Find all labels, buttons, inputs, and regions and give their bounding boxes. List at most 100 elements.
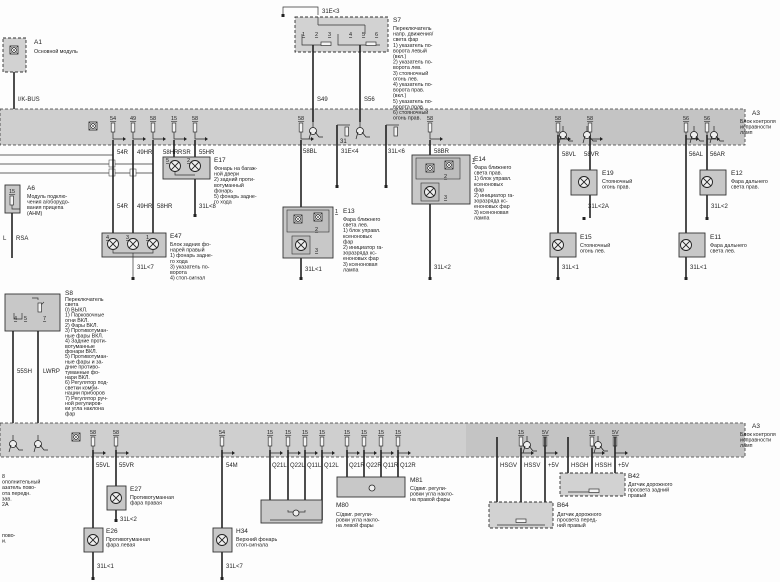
sensor-b42[interactable] <box>559 472 626 497</box>
switch-s8[interactable] <box>4 293 61 332</box>
b64-id: B64 <box>557 502 569 509</box>
ecu-icon <box>71 432 81 442</box>
fog-wires[interactable] <box>92 450 117 578</box>
component-e19[interactable] <box>570 169 598 196</box>
component-e26[interactable] <box>83 527 104 553</box>
pin-label: 56 <box>704 116 710 122</box>
lamp-icon <box>424 186 436 198</box>
bus-shade <box>470 110 744 144</box>
wire-label: Q12R <box>400 463 416 469</box>
lamp-icon <box>147 238 159 250</box>
wire-label: 55VR <box>119 463 135 469</box>
igniter-icon <box>444 160 454 170</box>
component-e11[interactable] <box>678 232 706 258</box>
wire-label: 56AL <box>689 152 704 158</box>
lamp-icon <box>107 238 119 250</box>
motor-m81[interactable] <box>336 476 406 498</box>
wire-label: 54M <box>226 463 238 469</box>
pin-label: 1 <box>146 235 149 241</box>
switch-s7[interactable] <box>294 16 389 53</box>
pin-label: 3 <box>126 235 129 241</box>
component-e15[interactable] <box>549 232 577 258</box>
pin-label: 58 <box>298 116 304 122</box>
wire-label: 55SH <box>17 369 32 375</box>
e47-id: E47 <box>170 233 182 240</box>
h34-id: H34 <box>236 528 248 535</box>
lamp-icon <box>169 160 181 172</box>
ground-label: 31L<1 <box>305 267 323 273</box>
component-e12[interactable] <box>699 169 727 196</box>
pin-label: 4 <box>349 32 352 38</box>
b42-id: B42 <box>628 473 640 480</box>
lamp-icon <box>110 492 122 504</box>
s7-ground-wire <box>282 6 319 15</box>
motor-icon <box>292 509 300 517</box>
sensor-b64[interactable] <box>488 501 554 529</box>
ground-label: 31E<4 <box>341 149 359 155</box>
wire-label: Q22R <box>366 463 382 469</box>
lamp-icon <box>87 534 99 546</box>
pin-label: 58 <box>150 116 156 122</box>
e11-id: E11 <box>710 234 721 241</box>
motor-m80[interactable] <box>260 499 323 524</box>
wire-label: 54R <box>117 150 129 156</box>
ground-icon <box>582 217 586 220</box>
ground-label: 31L<1 <box>562 265 580 271</box>
lamp-icon <box>578 176 590 188</box>
pin-label: 2 <box>315 227 318 233</box>
ground-icon <box>220 577 224 580</box>
component-e14[interactable] <box>411 154 471 205</box>
ecu-icon <box>9 45 19 55</box>
wire-label: Q11R <box>383 463 399 469</box>
ground-icon <box>705 217 709 220</box>
motor-icon <box>368 484 376 492</box>
xenon-control-icon <box>293 214 303 224</box>
component-e27[interactable] <box>106 485 127 511</box>
splice <box>108 168 116 177</box>
ground-icon <box>684 277 688 280</box>
m81-desc: С/двиг. регули-ровки угла накло-на право… <box>410 486 454 503</box>
wire-label: 54R <box>117 204 129 210</box>
ground-wires[interactable] <box>336 125 387 186</box>
m80-wires[interactable] <box>269 450 323 520</box>
pin-label: 15 <box>395 430 401 436</box>
e26-id: E26 <box>106 528 118 535</box>
s8-wires[interactable] <box>12 331 39 437</box>
e47-wires[interactable] <box>112 140 154 240</box>
m81-wires[interactable] <box>346 450 399 490</box>
component-e47[interactable] <box>101 232 167 278</box>
wire-label: 56AR <box>710 152 726 158</box>
ground-label: 31L<1 <box>690 265 708 271</box>
pin-label: 15 <box>285 430 291 436</box>
pin-label: 3 <box>444 195 447 201</box>
pin-label: 58 <box>587 116 593 122</box>
component-e17[interactable] <box>162 156 211 180</box>
igniter-icon <box>313 212 323 222</box>
wire-label: HSSH <box>595 463 612 469</box>
lamp-icon <box>552 239 564 251</box>
ground-label: 31L<6 <box>388 149 406 155</box>
ground-label: 31L<7 <box>137 265 155 271</box>
s7-wires[interactable] <box>312 45 361 122</box>
ground-icon <box>281 14 285 17</box>
wire-label: 58HR <box>157 204 173 210</box>
e15-id: E15 <box>580 234 592 241</box>
component-h34[interactable] <box>212 527 233 553</box>
kbus-label: I/K-BUS <box>18 97 40 103</box>
pin-label: 4 <box>106 235 109 241</box>
component-e13[interactable] <box>282 206 334 259</box>
module-a1[interactable] <box>2 37 27 73</box>
